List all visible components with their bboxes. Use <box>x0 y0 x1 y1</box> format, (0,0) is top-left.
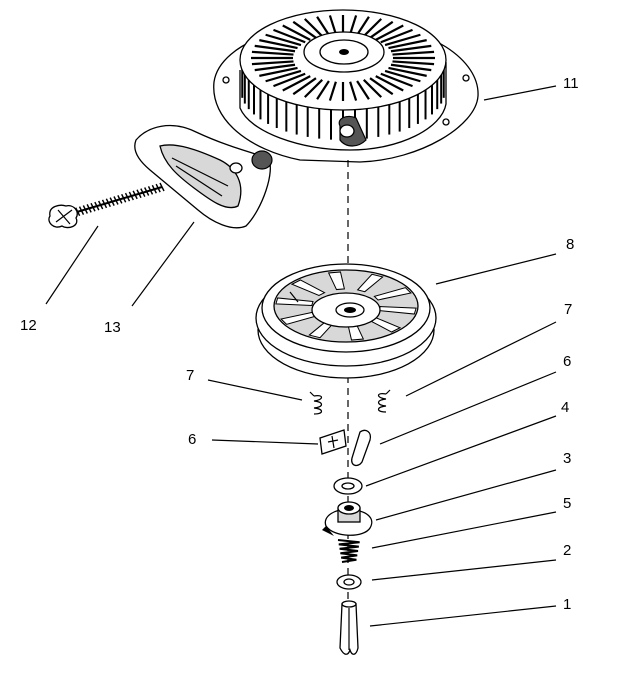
leader-3 <box>375 469 557 521</box>
leader-6-right <box>379 371 557 445</box>
spring-part-5 <box>337 539 360 563</box>
callout-13: 13 <box>104 319 121 336</box>
callout-7-left: 7 <box>186 367 194 384</box>
leader-7-left <box>207 379 303 401</box>
callout-labels: 11 8 7 7 6 6 4 3 5 2 1 12 13 <box>20 75 579 613</box>
callout-6-left: 6 <box>188 431 196 448</box>
callout-11: 11 <box>563 75 579 92</box>
pawl-part-6-right <box>351 429 372 467</box>
callout-1: 1 <box>563 596 571 613</box>
pin-part-1 <box>339 600 359 655</box>
leader-5 <box>371 511 557 549</box>
leader-2 <box>371 559 557 581</box>
starter-housing-part-11 <box>213 9 479 163</box>
starter-rope-part-12 <box>48 182 165 229</box>
callout-12: 12 <box>20 317 37 334</box>
callout-4: 4 <box>561 399 569 416</box>
callout-7-right: 7 <box>564 301 572 318</box>
leader-8 <box>435 253 557 285</box>
callout-6-right: 6 <box>563 353 571 370</box>
washer-part-2 <box>336 574 362 590</box>
callout-5: 5 <box>563 495 571 512</box>
leader-lines <box>45 85 557 627</box>
callout-2: 2 <box>563 542 571 559</box>
retainer-part-3 <box>322 501 373 536</box>
pawl-part-6-left <box>319 429 347 455</box>
pawl-spring-part-7-right <box>377 389 391 413</box>
leader-1 <box>369 605 557 627</box>
leader-11 <box>483 85 557 101</box>
washer-part-4 <box>333 477 363 495</box>
pulley-part-8 <box>255 263 437 379</box>
starter-handle-part-13 <box>134 124 273 229</box>
callout-8: 8 <box>566 236 574 253</box>
leader-4 <box>365 415 557 487</box>
pawl-spring-part-7-left <box>309 391 323 415</box>
callout-3: 3 <box>563 450 571 467</box>
leader-6-left <box>211 439 319 445</box>
leader-12 <box>45 225 99 305</box>
leader-13 <box>131 221 195 307</box>
leader-7-right <box>405 321 557 397</box>
